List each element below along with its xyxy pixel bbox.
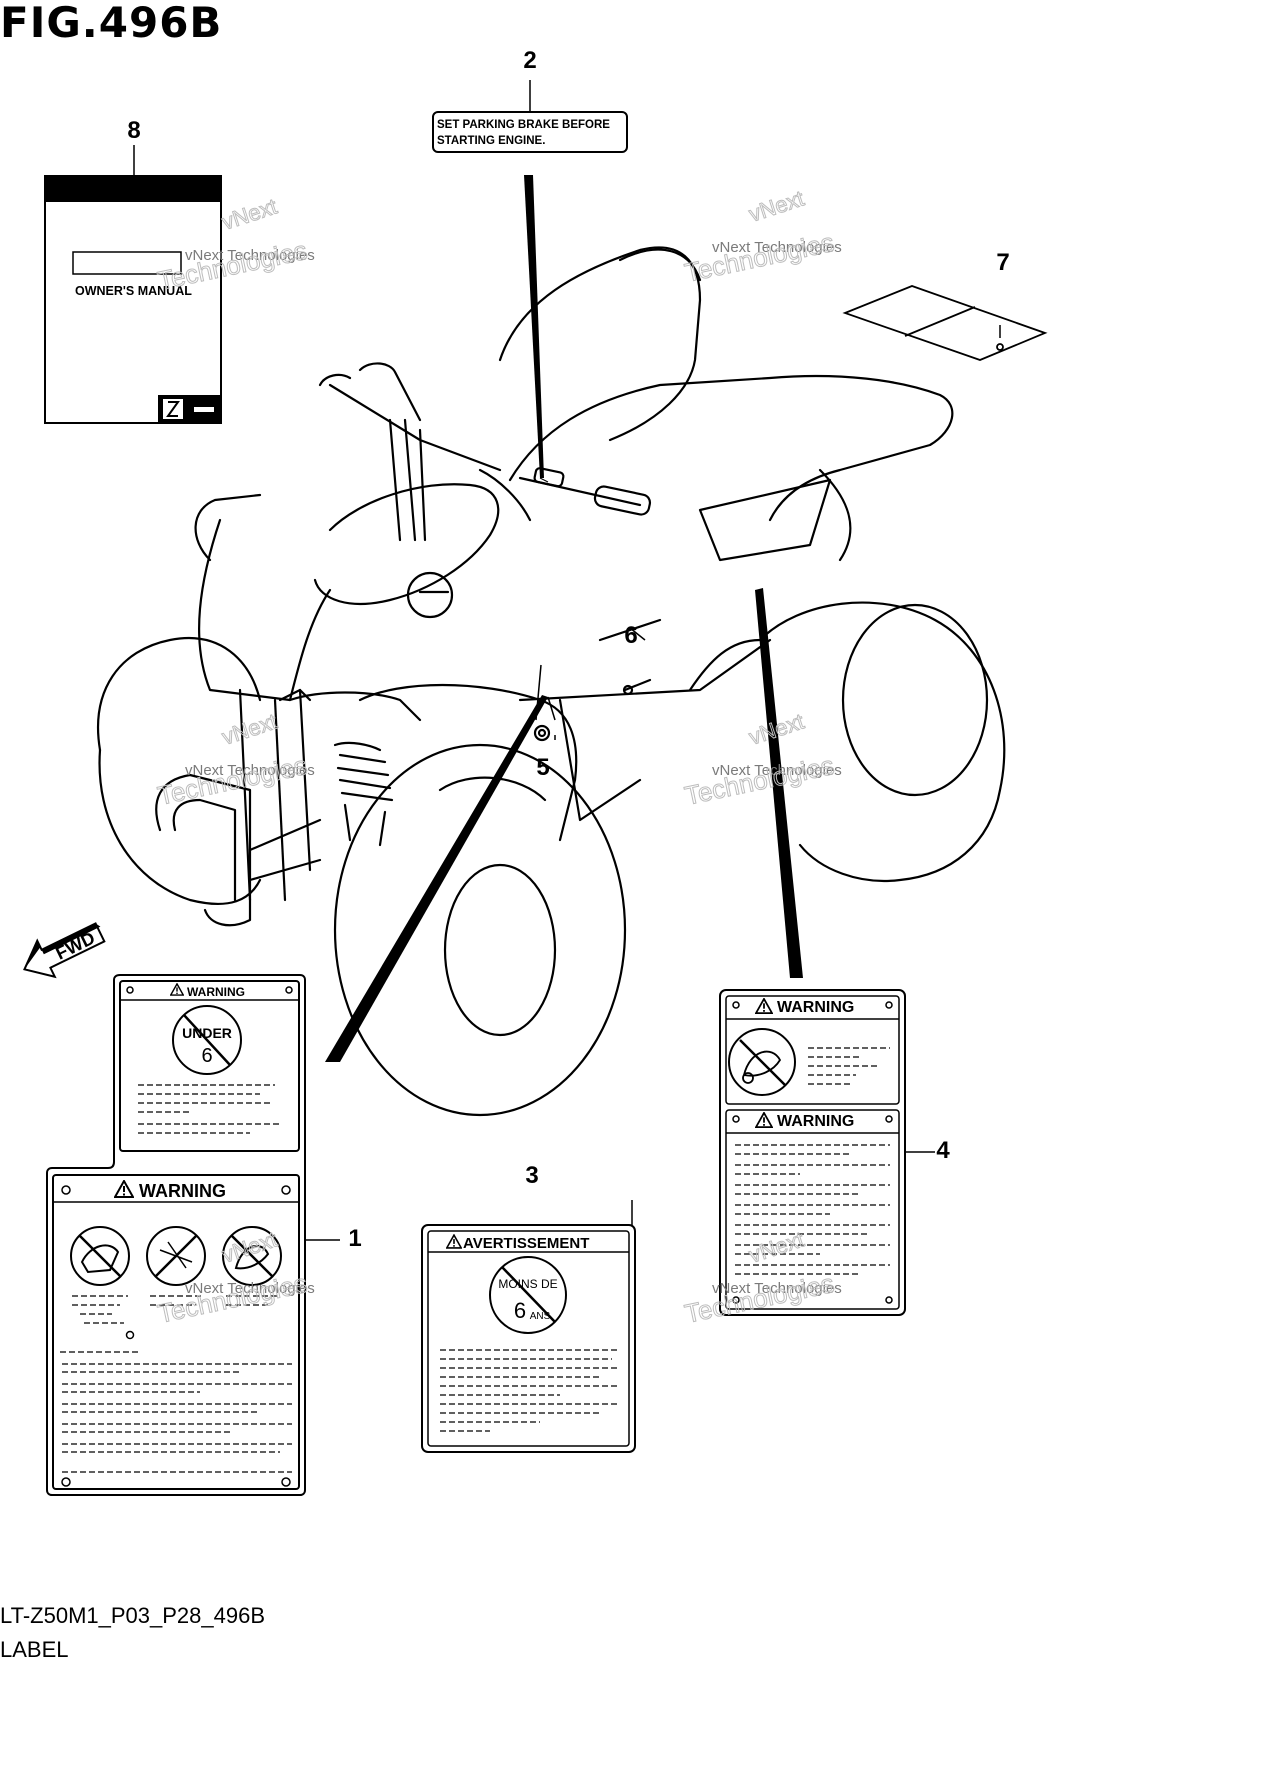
callout-4: 4 — [936, 1137, 950, 1164]
svg-text:vNext: vNext — [746, 186, 807, 227]
moins-de-number: 6 — [514, 1298, 526, 1323]
moins-de-unit: ANS — [530, 1311, 551, 1322]
warning-right-bottom-heading: WARNING — [777, 1113, 854, 1130]
no-under-6-icon: MOINS DE 6 ANS — [489, 1256, 567, 1334]
owners-manual: OWNER'S MANUAL — [44, 175, 222, 424]
svg-text:Technologies: Technologies — [155, 750, 310, 811]
under-text: UNDER — [182, 1025, 232, 1041]
moins-de-text: MOINS DE — [498, 1277, 557, 1291]
no-road-icon — [146, 1226, 206, 1286]
callout-6: 6 — [624, 622, 637, 649]
warning-small-heading: WARNING — [187, 985, 245, 999]
label-parking-brake: SET PARKING BRAKE BEFORE STARTING ENGINE… — [432, 111, 628, 153]
svg-text:vNext: vNext — [219, 709, 280, 750]
footer-code: LT-Z50M1_P03_P28_496B — [0, 1603, 265, 1628]
svg-text:vNext: vNext — [219, 194, 280, 235]
label-4-warning: WARNING WARNING — [719, 989, 906, 1316]
suzuki-logo-icon — [166, 401, 180, 417]
avertissement-heading: AVERTISSEMENT — [463, 1235, 589, 1252]
svg-text:Technologies: Technologies — [682, 227, 837, 288]
callout-2: 2 — [523, 47, 536, 74]
svg-text:vNext Technologies: vNext Technologies — [185, 1280, 315, 1297]
svg-text:vNext Technologies: vNext Technologies — [185, 762, 315, 779]
callout-3: 3 — [525, 1162, 538, 1189]
owners-manual-title: OWNER'S MANUAL — [75, 284, 192, 298]
no-passenger-icon — [70, 1226, 130, 1286]
footer-caption: LABEL — [0, 1637, 69, 1662]
watermark: vNext vNext Technologies Technologies — [682, 708, 842, 811]
callout-7: 7 — [996, 249, 1009, 276]
callout-5: 5 — [536, 754, 549, 781]
svg-text:vNext Technologies: vNext Technologies — [712, 239, 842, 256]
label-1-warning: WARNING UNDER 6 WARNING — [46, 974, 306, 1496]
parking-brake-line-1: SET PARKING BRAKE BEFORE — [437, 119, 610, 131]
fwd-arrow-icon: FWD — [23, 922, 106, 979]
svg-text:vNext Technologies: vNext Technologies — [185, 247, 315, 264]
label-7-sheet — [842, 285, 1048, 361]
watermark: vNext vNext Technologies Technologies — [682, 185, 842, 288]
leader-lines — [133, 80, 1001, 1241]
callouts: 8 2 7 6 5 1 3 4 — [127, 47, 1009, 1252]
no-under-6-icon: UNDER 6 — [172, 1005, 242, 1075]
svg-text:vNext Technologies: vNext Technologies — [712, 1280, 842, 1297]
figure-title: FIG.496B — [0, 0, 223, 47]
svg-text:vNext Technologies: vNext Technologies — [712, 762, 842, 779]
no-stunt-icon — [728, 1028, 796, 1096]
warning-right-top-heading: WARNING — [777, 999, 854, 1016]
atv-illustration — [97, 246, 1006, 1117]
svg-text:Technologies: Technologies — [682, 750, 837, 811]
warning-large-heading: WARNING — [139, 1181, 226, 1201]
callout-8: 8 — [127, 117, 140, 144]
label-3-avertissement: AVERTISSEMENT MOINS DE 6 ANS — [421, 1224, 636, 1453]
parking-brake-line-2: STARTING ENGINE. — [437, 135, 545, 147]
no-stunt-icon — [222, 1226, 282, 1286]
callout-1: 1 — [348, 1225, 361, 1252]
under-number: 6 — [201, 1045, 212, 1067]
watermark: vNext vNext Technologies Technologies — [155, 708, 315, 811]
